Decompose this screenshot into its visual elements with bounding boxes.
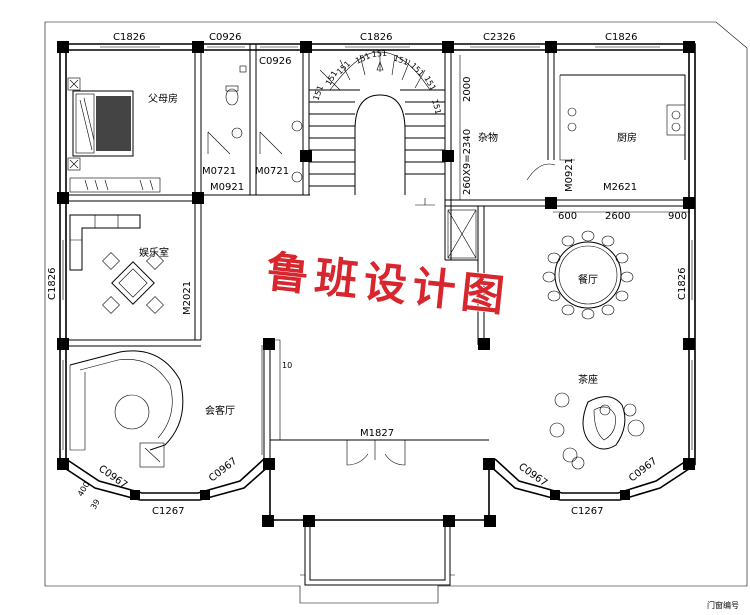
- room-label-storage: 杂物: [478, 131, 498, 144]
- window-label-kitchen: C1826: [605, 32, 637, 43]
- exterior-walls: [59, 43, 696, 586]
- sofa-corner-icon: [69, 214, 141, 271]
- dim-400: 400: [76, 480, 91, 498]
- window-label-stair: C1826: [360, 32, 392, 43]
- window-label-right-side: C1826: [677, 268, 688, 300]
- door-label-parents: M0921: [210, 182, 244, 193]
- room-label-tea: 茶座: [578, 373, 598, 386]
- door-label-wc2: M0721: [255, 166, 289, 177]
- dim-10: 10: [282, 361, 292, 370]
- mahjong-table-icon: [102, 252, 164, 314]
- door-label-kitchen: M0921: [564, 158, 575, 192]
- site-boundary: [44, 21, 748, 604]
- window-label-wc2: C0926: [259, 56, 291, 67]
- dim-2600: 2600: [605, 211, 630, 222]
- window-label-parents: C1826: [113, 32, 145, 43]
- door-label-wc1: M0721: [202, 166, 236, 177]
- room-label-dining: 餐厅: [578, 273, 598, 286]
- living-sofa-icon: [69, 350, 184, 468]
- room-label-living: 会客厅: [205, 404, 235, 417]
- watermark-text: 鲁班设计图: [264, 247, 513, 322]
- step-label-3: 151: [335, 59, 352, 76]
- staircase: 151 151 151 151 151 151 151 151 151: [309, 49, 445, 206]
- kitchen-counter: [526, 74, 686, 181]
- window-label-bay-left-a: C0967: [96, 463, 129, 491]
- door-label-dining: M2621: [603, 182, 637, 193]
- dim-2000: 2000: [462, 77, 473, 102]
- dim-600: 600: [558, 211, 577, 222]
- door-label-ent: M2021: [182, 281, 193, 315]
- window-openings: [59, 43, 696, 450]
- step-label-1: 151: [311, 84, 325, 101]
- room-label-parents: 父母房: [148, 92, 178, 105]
- step-label-6: 151: [392, 53, 409, 67]
- window-label-left-side: C1826: [47, 268, 58, 300]
- window-label-bay-right-b: C0967: [627, 456, 659, 485]
- step-label-9: 151: [430, 98, 443, 115]
- window-label-bay-left-c: C1267: [152, 506, 184, 517]
- window-label-storage: C2326: [483, 32, 515, 43]
- dim-39: 39: [89, 498, 102, 511]
- legend-note: 门窗编号: [707, 600, 739, 610]
- door-swings: [59, 120, 406, 466]
- step-label-5: 151: [371, 49, 387, 59]
- shaft-void: [447, 209, 477, 259]
- bed-icon: [67, 77, 134, 171]
- tea-table-icon: [549, 392, 645, 470]
- step-label-4: 151: [354, 51, 372, 66]
- toilet-icon: [207, 65, 303, 183]
- room-label-entertainment: 娱乐室: [139, 246, 169, 259]
- room-label-kitchen: 厨房: [617, 131, 637, 144]
- window-label-bay-left-b: C0967: [207, 456, 239, 485]
- door-label-main: M1827: [360, 428, 394, 439]
- window-label-wc1: C0926: [209, 32, 241, 43]
- dim-2340: 260X9=2340: [462, 129, 473, 195]
- window-label-bay-right-c: C1267: [571, 506, 603, 517]
- step-label-7: 151: [409, 61, 426, 78]
- dim-900: 900: [668, 211, 687, 222]
- dining-table-icon: [542, 230, 634, 320]
- structural-columns: [57, 41, 695, 527]
- wardrobe-icon: [69, 177, 161, 193]
